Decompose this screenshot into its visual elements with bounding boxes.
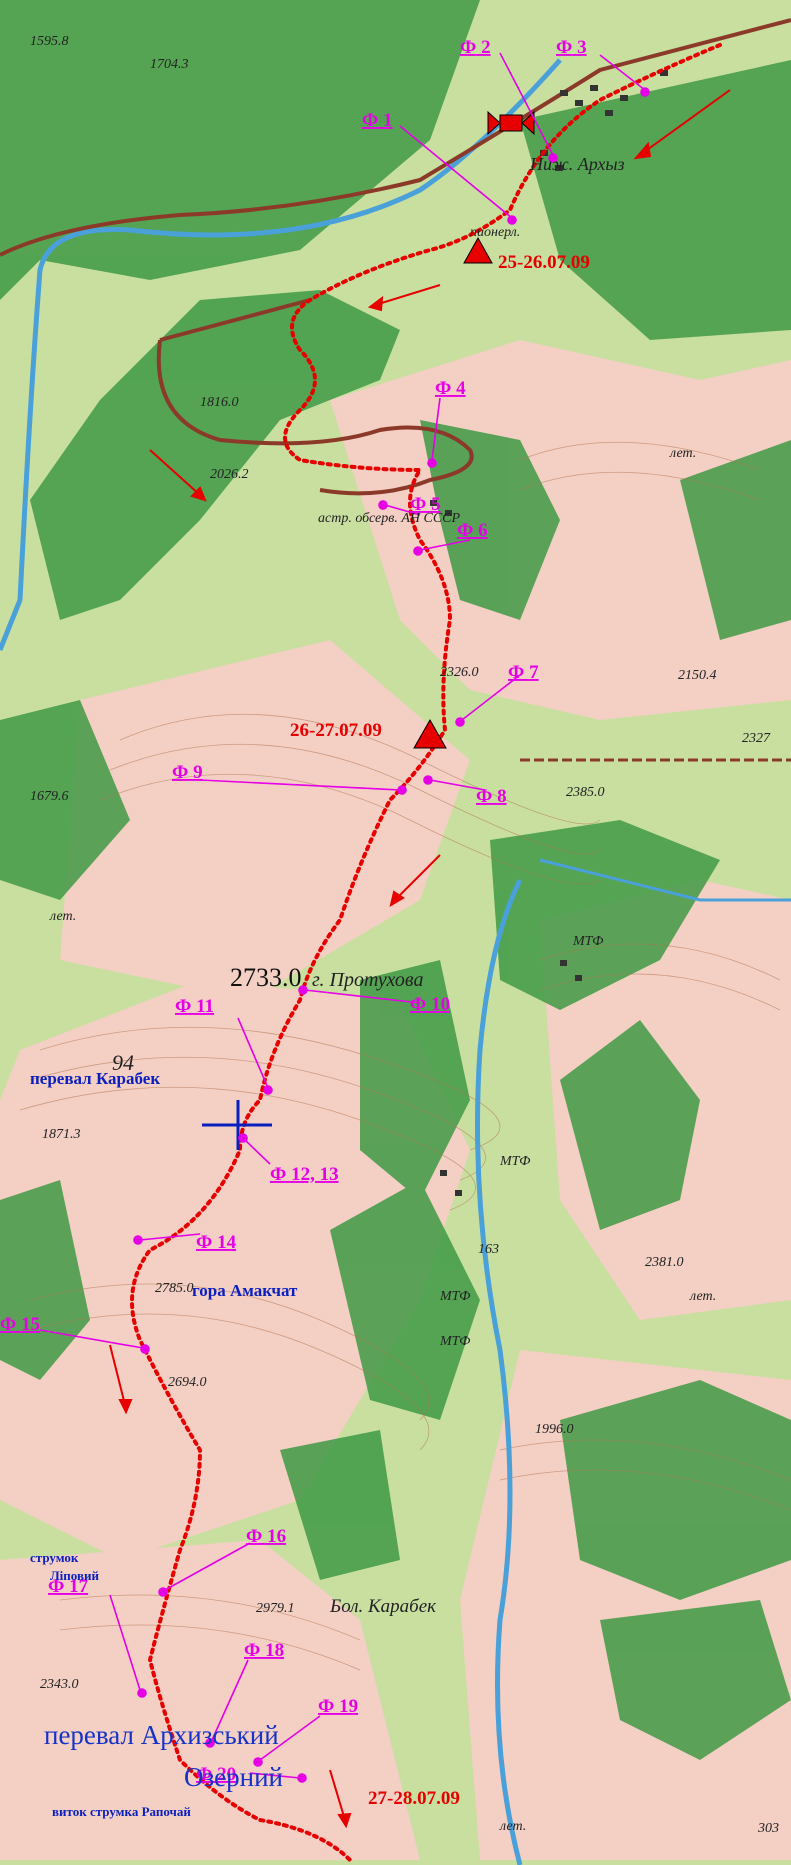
mount-amakchat-label: гора Амакчат <box>192 1281 298 1300</box>
observatory-label: астр. обсерв. АН СССР <box>318 511 460 526</box>
summer-pasture-label: лет. <box>49 909 76 924</box>
dairy-farm-label: МТФ <box>499 1154 530 1169</box>
printed-map-labels: Ниж. Архыз пионерл. 1595.8 1704.3 1816.0… <box>30 34 779 1836</box>
photo-label-f9: Ф 9 <box>172 762 203 783</box>
photo-callouts <box>39 52 650 1783</box>
bol-karabek-label: Бол. Карабек <box>329 1596 437 1617</box>
dairy-farm-label: МТФ <box>572 934 603 949</box>
stream-lipovy-label-2: Ліповий <box>50 1568 99 1583</box>
photo-label-f7: Ф 7 <box>508 662 539 683</box>
peak-label: 1871.3 <box>42 1127 81 1142</box>
peak-label: 2785.0 <box>155 1281 194 1296</box>
summer-pasture-label: лет. <box>689 1289 716 1304</box>
peak-label: 1996.0 <box>535 1422 574 1437</box>
photo-labels: Ф 1 Ф 2 Ф 3 Ф 4 Ф 5 Ф 6 Ф 7 Ф 8 Ф 9 Ф 10… <box>0 37 587 1785</box>
photo-label-f3: Ф 3 <box>556 37 587 58</box>
peak-label: 2150.4 <box>678 668 717 683</box>
photo-label-f6: Ф 6 <box>457 520 488 541</box>
peak-label: 2327 <box>742 731 771 746</box>
photo-label-f15: Ф 15 <box>0 1314 40 1335</box>
pass-karabek-marker <box>202 1100 272 1150</box>
peak-label: 2979.1 <box>256 1601 295 1616</box>
roads <box>0 18 791 762</box>
photo-label-f10: Ф 10 <box>410 994 450 1015</box>
photo-label-f14: Ф 14 <box>196 1232 237 1253</box>
peak-label: 1704.3 <box>150 57 189 72</box>
photo-label-f20: Ф 20 <box>196 1764 236 1785</box>
peak-2733-label: 2733.0 <box>230 963 302 992</box>
photo-label-f18: Ф 18 <box>244 1640 284 1661</box>
photo-label-f11: Ф 11 <box>175 996 214 1017</box>
start-flag-icon <box>487 110 535 136</box>
grid-number: 163 <box>478 1242 499 1257</box>
camps: 25-26.07.09 26-27.07.09 27-28.07.09 <box>290 236 590 1809</box>
peak-label: 2343.0 <box>40 1677 79 1692</box>
protukhova-label: г. Протухова <box>312 969 423 991</box>
forest-areas <box>0 0 791 1760</box>
pioneer-camp-label: пионерл. <box>470 225 520 240</box>
photo-label-f12-13: Ф 12, 13 <box>270 1164 339 1185</box>
camp-2-icon <box>413 718 447 749</box>
peak-label: 1816.0 <box>200 395 239 410</box>
peak-label: 2326.0 <box>440 665 479 680</box>
photo-label-f19: Ф 19 <box>318 1696 358 1717</box>
rivers <box>0 58 791 1865</box>
photo-label-f2: Ф 2 <box>460 37 491 58</box>
karabek-river <box>475 878 523 1865</box>
rapochai-label: виток струмка Рапочай <box>52 1804 191 1819</box>
grid-number: 94 <box>112 1050 134 1075</box>
direction-arrows <box>109 89 731 1829</box>
pass-karabek-label: перевал Карабек <box>30 1069 160 1088</box>
pass-arkhyz-label-1: перевал Архизський <box>44 1720 279 1750</box>
peak-label: 1679.6 <box>30 789 69 804</box>
camp-3-label: 27-28.07.09 <box>368 1788 460 1809</box>
peak-label: 2026.2 <box>210 467 249 482</box>
summer-pasture-label: лет. <box>669 446 696 461</box>
peak-label: 2385.0 <box>566 785 605 800</box>
photo-label-f8: Ф 8 <box>476 786 507 807</box>
camp-2-label: 26-27.07.09 <box>290 720 382 741</box>
photo-label-f1: Ф 1 <box>362 110 393 131</box>
photo-label-f16: Ф 16 <box>246 1526 286 1547</box>
camp-1-icon <box>463 236 493 264</box>
dairy-farm-label: МТФ <box>439 1334 470 1349</box>
camp-1-label: 25-26.07.09 <box>498 252 590 273</box>
pass-arkhyz-label-2: Озерний <box>184 1762 283 1792</box>
side-stream <box>539 858 791 902</box>
photo-label-f5: Ф 5 <box>410 494 441 515</box>
peak-label: 2381.0 <box>645 1255 684 1270</box>
photo-label-f17: Ф 17 <box>48 1576 89 1597</box>
contour-lines <box>19 441 791 1671</box>
stream-lipovy-label-1: струмок <box>30 1550 79 1565</box>
peak-label: 1595.8 <box>30 34 69 49</box>
route-annotations: перевал Карабек гора Амакчат струмок Ліп… <box>30 1069 298 1819</box>
village-label: Ниж. Архыз <box>529 154 625 174</box>
peak-label: 2694.0 <box>168 1375 207 1390</box>
route-line <box>130 43 722 1862</box>
grid-number: 303 <box>757 1821 779 1836</box>
dairy-farm-label: МТФ <box>439 1289 470 1304</box>
bolshoy-zelenchuk-river <box>0 58 562 651</box>
summer-pasture-label: лет. <box>499 1819 526 1834</box>
photo-label-f4: Ф 4 <box>435 378 466 399</box>
